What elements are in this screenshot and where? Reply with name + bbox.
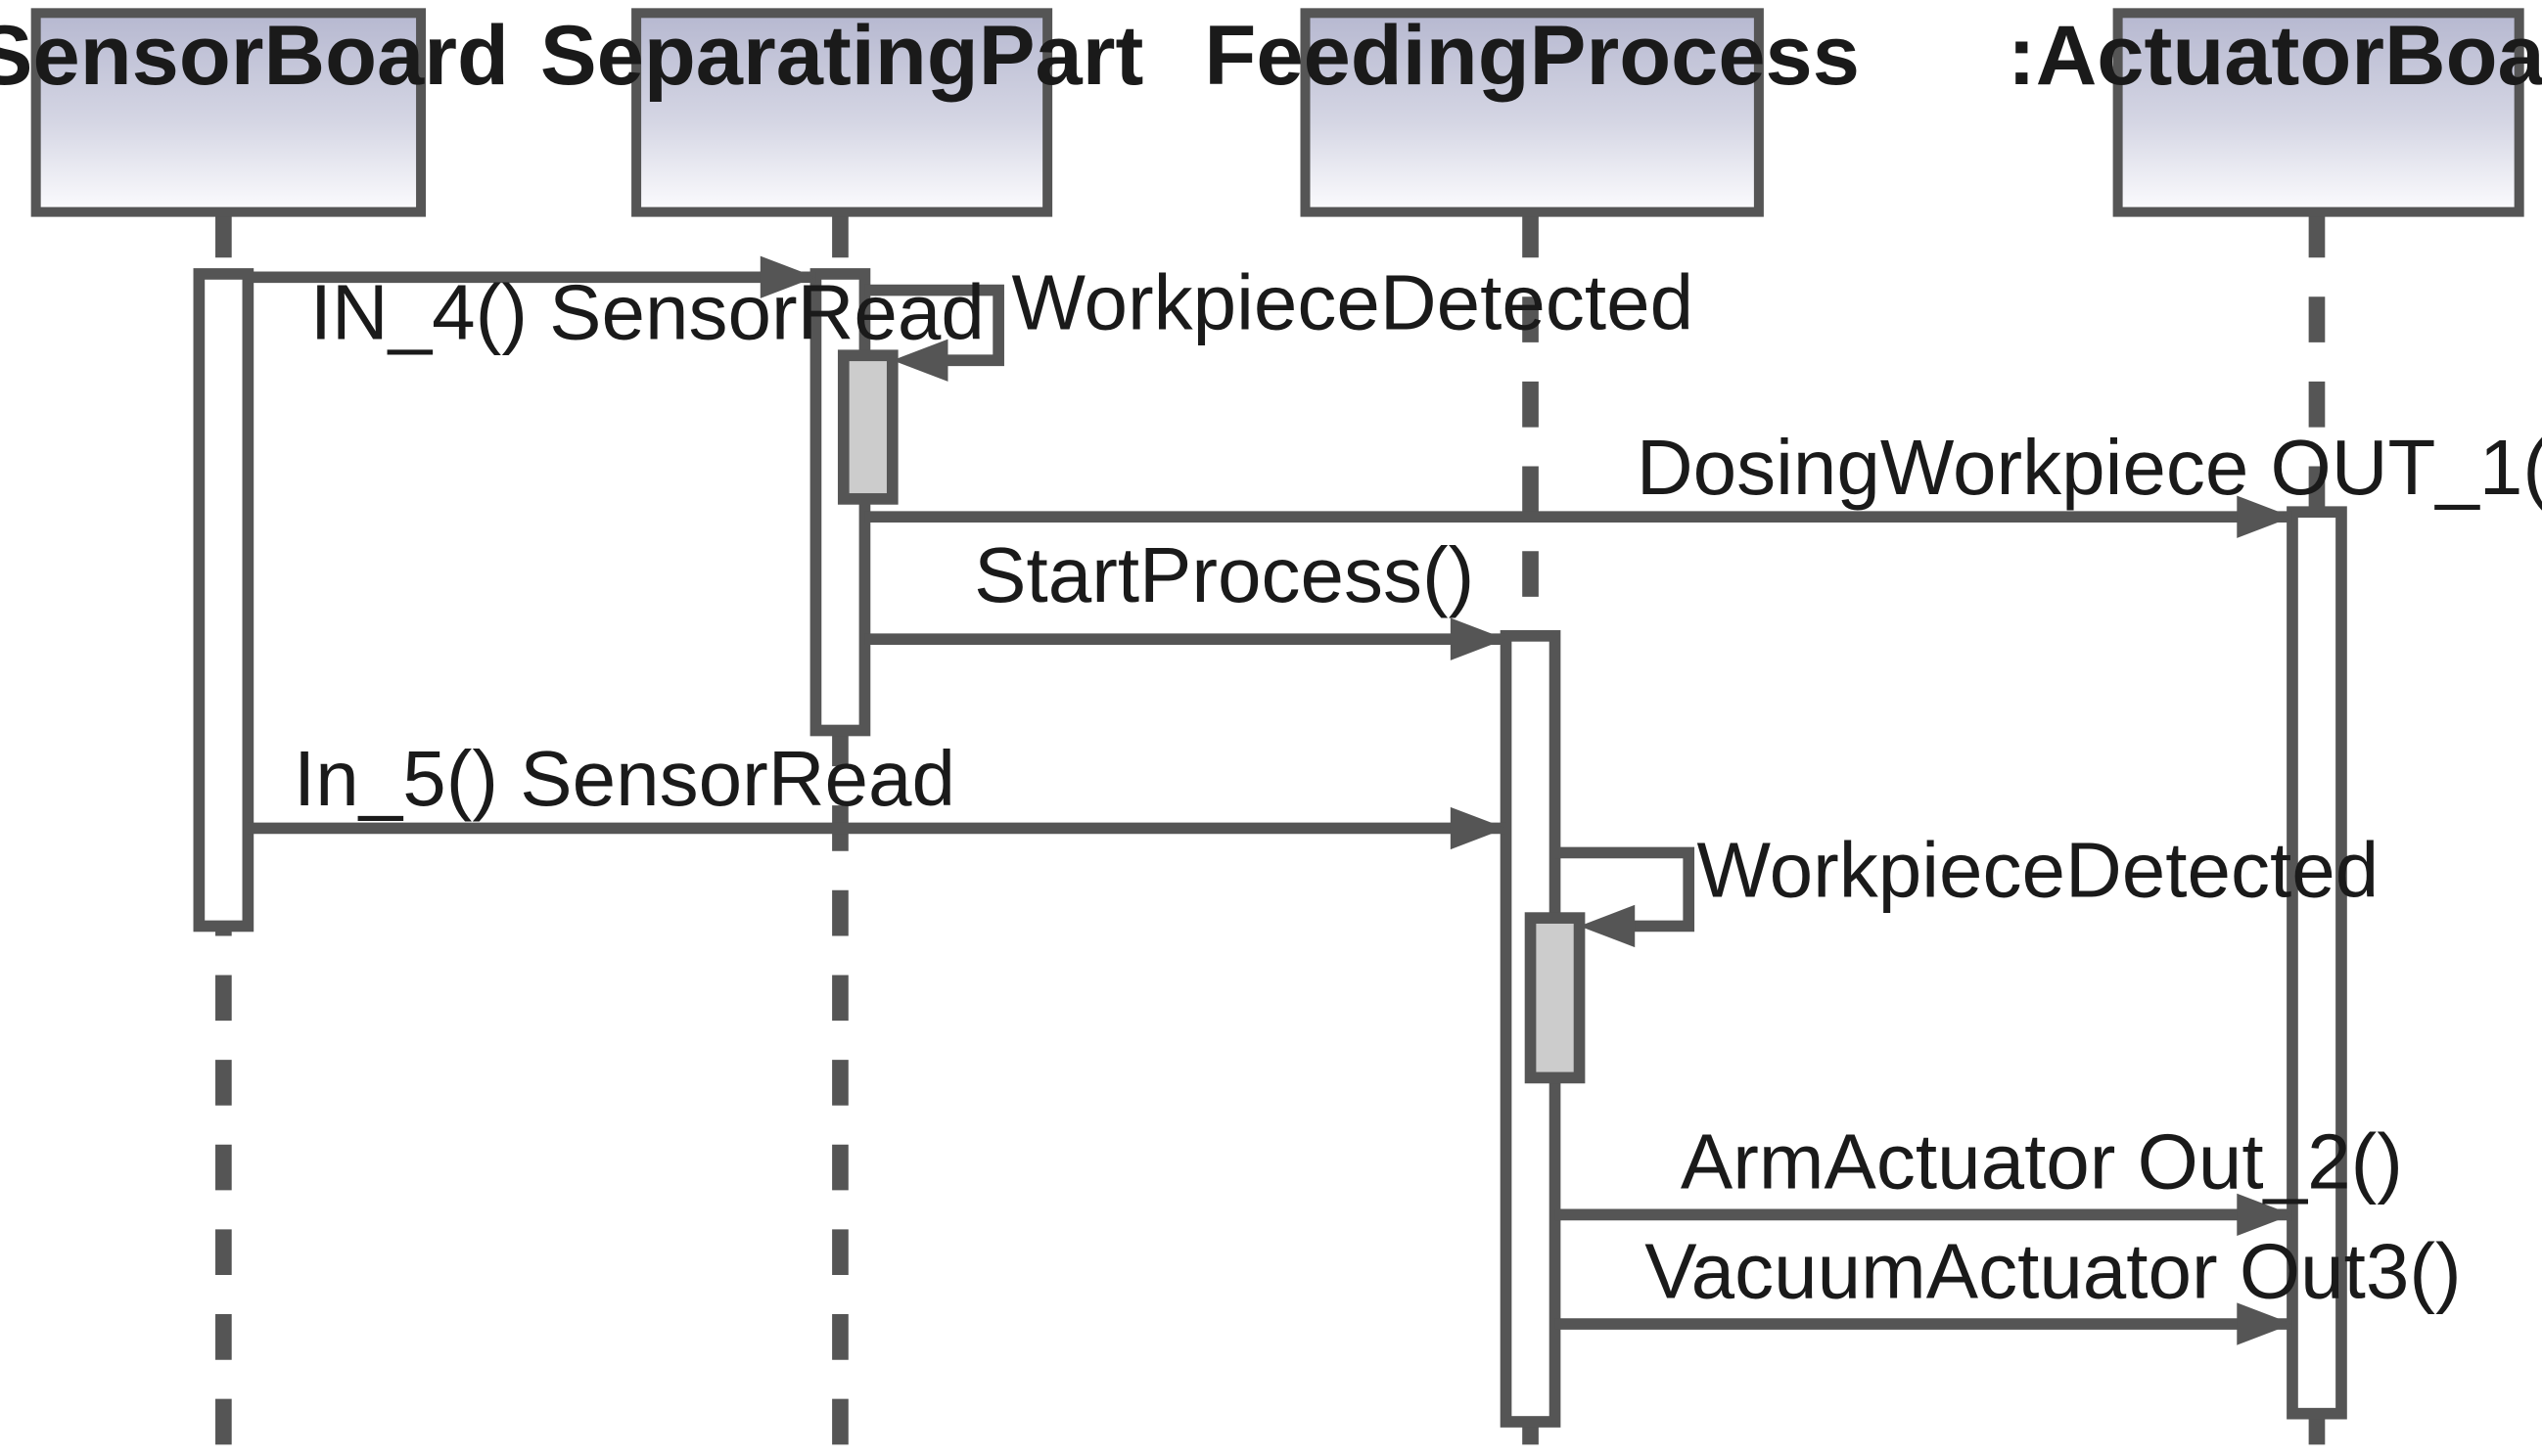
arrowhead-icon bbox=[2237, 495, 2292, 538]
message-msg-workpiecedetected-separating[interactable] bbox=[864, 284, 1004, 382]
arrowhead-icon bbox=[1450, 617, 1506, 660]
messages-layer bbox=[248, 255, 2292, 1345]
message-label: WorkpieceDetected bbox=[1011, 259, 1693, 346]
activation-bar-gray[interactable] bbox=[837, 349, 899, 505]
message-msg-in5-sensorread[interactable] bbox=[248, 806, 1506, 850]
message-msg-dosingworkpiece-out1[interactable] bbox=[864, 495, 2292, 538]
lifeline-header-label: SeparatingPart bbox=[540, 9, 1144, 103]
lifeline-header-box[interactable] bbox=[30, 8, 427, 217]
arrowhead-icon bbox=[892, 339, 948, 382]
message-label: DosingWorkpiece OUT_1() bbox=[1637, 424, 2542, 511]
arrowhead-icon bbox=[1450, 806, 1506, 850]
lifeline-header-label: FeedingProcess bbox=[1204, 9, 1860, 103]
lifeline-header-box[interactable] bbox=[2112, 8, 2524, 217]
message-label: In_5() SensorRead bbox=[294, 735, 955, 822]
arrowhead-icon bbox=[2237, 1193, 2292, 1237]
lifeline-header-label: :ActuatorBoard bbox=[2008, 9, 2542, 103]
arrowhead-icon bbox=[2237, 1302, 2292, 1345]
message-label: ArmActuator Out_2() bbox=[1681, 1118, 2403, 1206]
message-msg-armactuator-out2[interactable] bbox=[1554, 1193, 2292, 1237]
message-label: IN_4() SensorRead bbox=[310, 269, 985, 356]
arrowhead-icon bbox=[760, 255, 816, 298]
message-msg-workpiecedetected-feeding[interactable] bbox=[1554, 846, 1695, 948]
arrowhead-icon bbox=[1579, 904, 1636, 948]
message-label: StartProcess() bbox=[974, 531, 1474, 618]
activation-bar-white[interactable] bbox=[193, 268, 254, 933]
lifeline-header-box[interactable] bbox=[1300, 8, 1764, 217]
lifeline-header-box[interactable] bbox=[631, 8, 1053, 217]
lifeline-feedingprocess[interactable]: FeedingProcess bbox=[1204, 8, 1860, 1456]
activation-bar-white[interactable] bbox=[2287, 506, 2347, 1420]
lifeline-header-label: :SensorBoard bbox=[0, 9, 509, 103]
message-msg-in4-sensorread[interactable] bbox=[248, 255, 816, 298]
lifeline-sensorboard[interactable]: :SensorBoard bbox=[0, 8, 509, 1456]
message-line-self bbox=[864, 284, 1004, 367]
activation-bar-gray[interactable] bbox=[1524, 912, 1586, 1084]
lifelines-layer: :SensorBoard SeparatingPart FeedingProcess… bbox=[0, 8, 2542, 1456]
message-label: WorkpieceDetected bbox=[1697, 826, 2380, 913]
activations-layer bbox=[193, 268, 2347, 1428]
message-line-self bbox=[1554, 846, 1695, 933]
message-msg-vacuumactuator-out3[interactable] bbox=[1554, 1302, 2292, 1345]
lifeline-separatingpart[interactable]: SeparatingPart bbox=[540, 8, 1144, 1456]
message-label: VacuumActuator Out3() bbox=[1644, 1227, 2461, 1314]
message-msg-startprocess[interactable] bbox=[864, 617, 1506, 660]
